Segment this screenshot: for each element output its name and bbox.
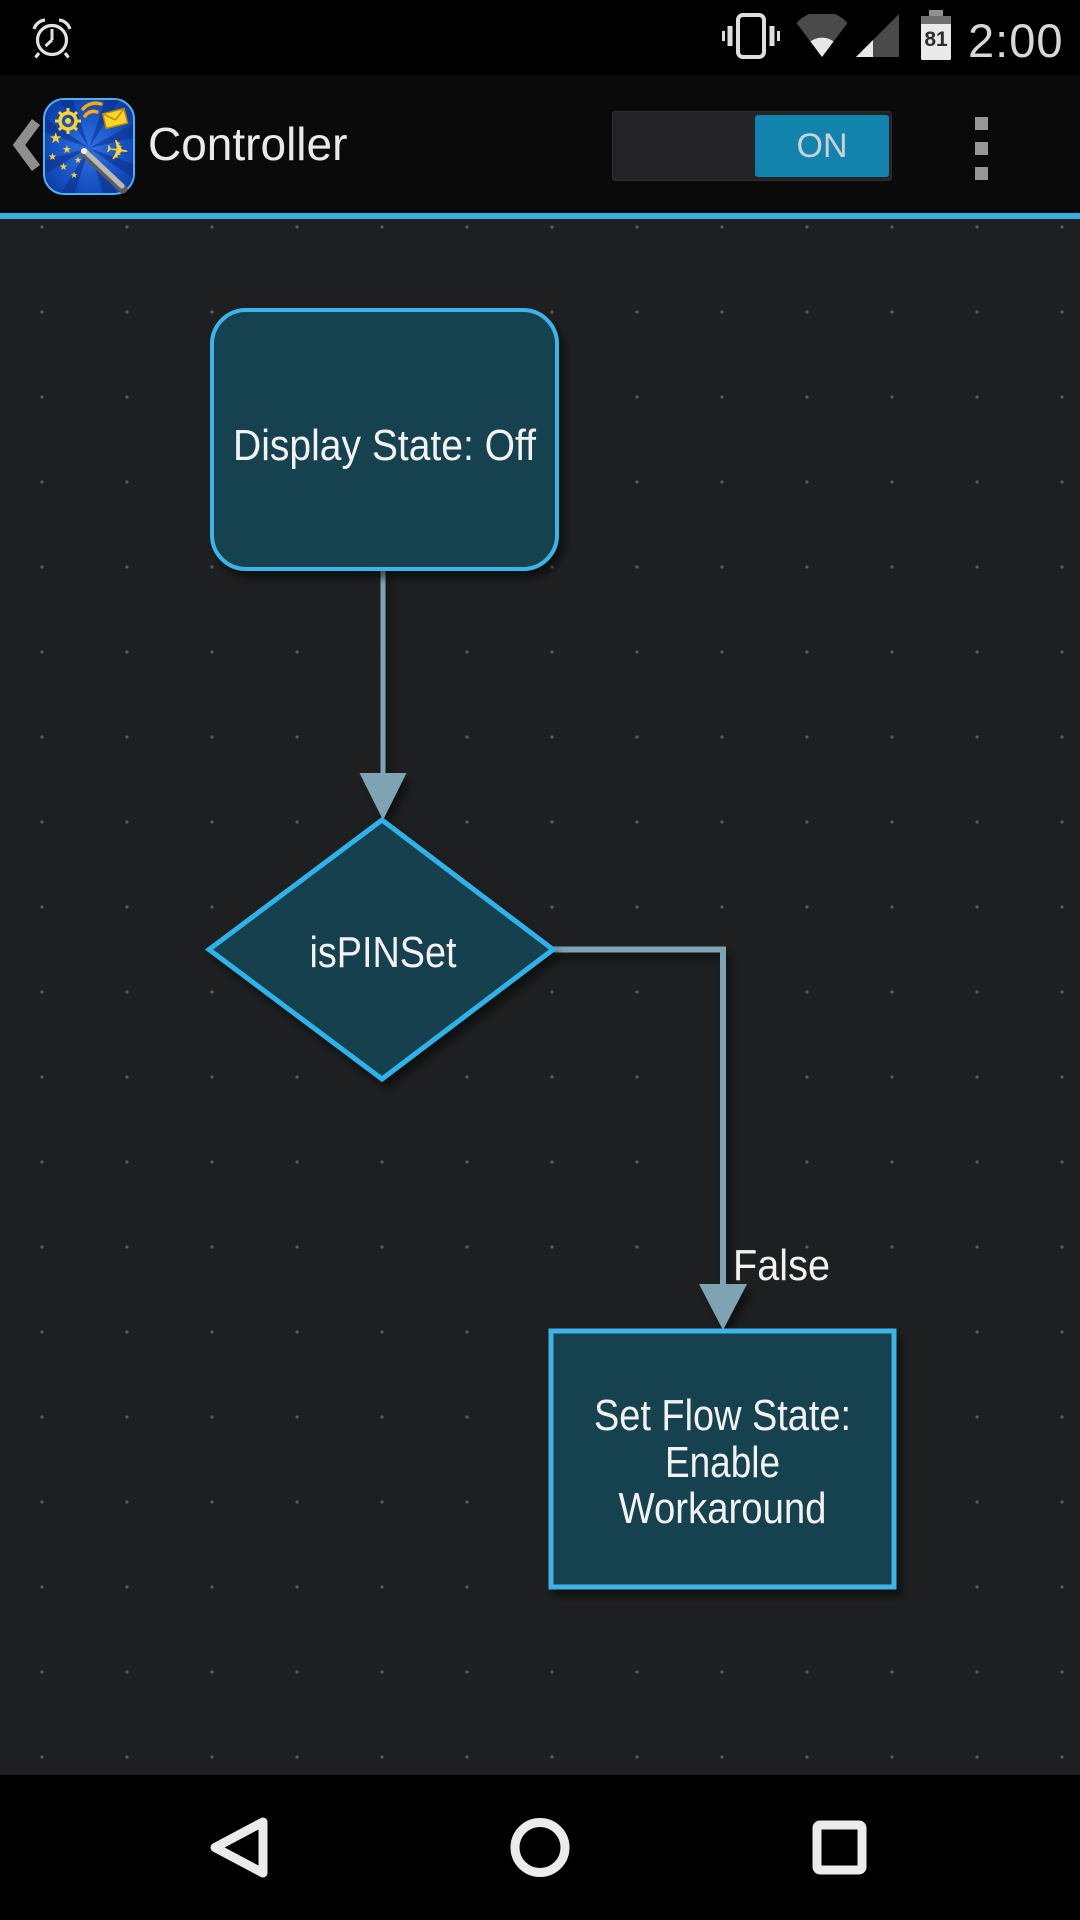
node-set-flow-state-label-1: Set Flow State: xyxy=(594,1391,851,1440)
app-logo-icon[interactable]: ✈ ★ ★ ★ ★ ★ ★ xyxy=(43,98,135,195)
back-chevron-icon[interactable] xyxy=(6,75,50,213)
node-set-flow-state[interactable]: Set Flow State: Enable Workaround xyxy=(548,1328,897,1590)
app-logo-stars: ★ ★ ★ ★ ★ ★ xyxy=(48,129,82,181)
accent-divider xyxy=(0,213,1080,219)
node-set-flow-state-label-2: Enable xyxy=(665,1438,780,1487)
edge-label-false: False xyxy=(733,1241,830,1290)
vibrate-icon xyxy=(722,13,780,59)
node-is-pin-set-label: isPINSet xyxy=(310,928,457,977)
toggle-on-thumb[interactable]: ON xyxy=(755,115,889,177)
app-logo-envelope xyxy=(101,107,129,130)
svg-text:★: ★ xyxy=(70,171,78,181)
overflow-dot xyxy=(975,142,988,155)
flow-enabled-toggle[interactable]: ON xyxy=(612,111,892,181)
node-is-pin-set[interactable]: isPINSet xyxy=(204,816,558,1083)
wifi-icon xyxy=(796,14,848,57)
edge-display-to-decision xyxy=(359,569,407,820)
app-logo-wand xyxy=(79,147,128,194)
battery-level-text: 81 xyxy=(924,28,948,51)
app-logo-plane: ✈ xyxy=(103,133,131,169)
recents-square-icon[interactable] xyxy=(812,1820,867,1875)
svg-text:★: ★ xyxy=(48,152,57,163)
overflow-dot xyxy=(975,167,988,180)
flowchart-canvas[interactable]: False Display State: Off isPINSet Set Fl… xyxy=(0,219,1080,1775)
edge-false-branch xyxy=(553,946,747,1330)
page-title: Controller xyxy=(148,118,348,170)
node-display-state[interactable]: Display State: Off xyxy=(210,308,559,571)
svg-text:★: ★ xyxy=(49,129,62,147)
svg-text:★: ★ xyxy=(59,162,68,173)
app-logo-gear xyxy=(55,108,81,134)
navigation-bar xyxy=(0,1775,1080,1920)
svg-text:★: ★ xyxy=(62,143,72,156)
overflow-menu-icon[interactable] xyxy=(975,117,989,193)
overflow-dot xyxy=(975,117,988,130)
status-bar: 81 2:00 xyxy=(0,0,1080,75)
back-triangle-icon[interactable] xyxy=(210,1817,268,1878)
battery-icon: 81 xyxy=(921,10,951,60)
home-circle-icon[interactable] xyxy=(510,1818,570,1877)
alarm-icon xyxy=(32,18,72,59)
svg-text:★: ★ xyxy=(74,156,82,166)
app-logo-wifi xyxy=(81,101,103,118)
node-display-state-label: Display State: Off xyxy=(233,421,537,470)
status-clock: 2:00 xyxy=(968,14,1064,67)
node-set-flow-state-label-3: Workaround xyxy=(619,1484,827,1533)
cell-signal-icon xyxy=(856,14,899,57)
app-bar: ✈ ★ ★ ★ ★ ★ ★ Controller ON xyxy=(0,75,1080,213)
